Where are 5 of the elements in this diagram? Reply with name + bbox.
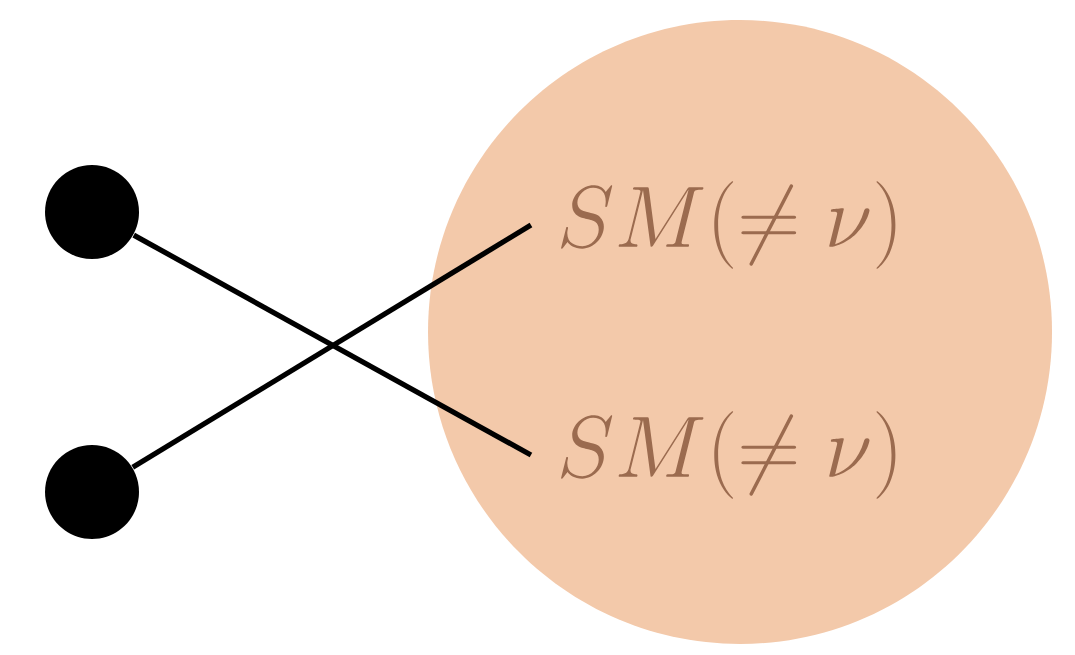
formula-label: $SM(\neq \nu)$: [561, 411, 896, 499]
formula-label: $SM(\neq \nu)$: [561, 181, 896, 269]
dot: [45, 165, 139, 259]
dot: [45, 445, 139, 539]
blob-circle: [428, 20, 1052, 644]
